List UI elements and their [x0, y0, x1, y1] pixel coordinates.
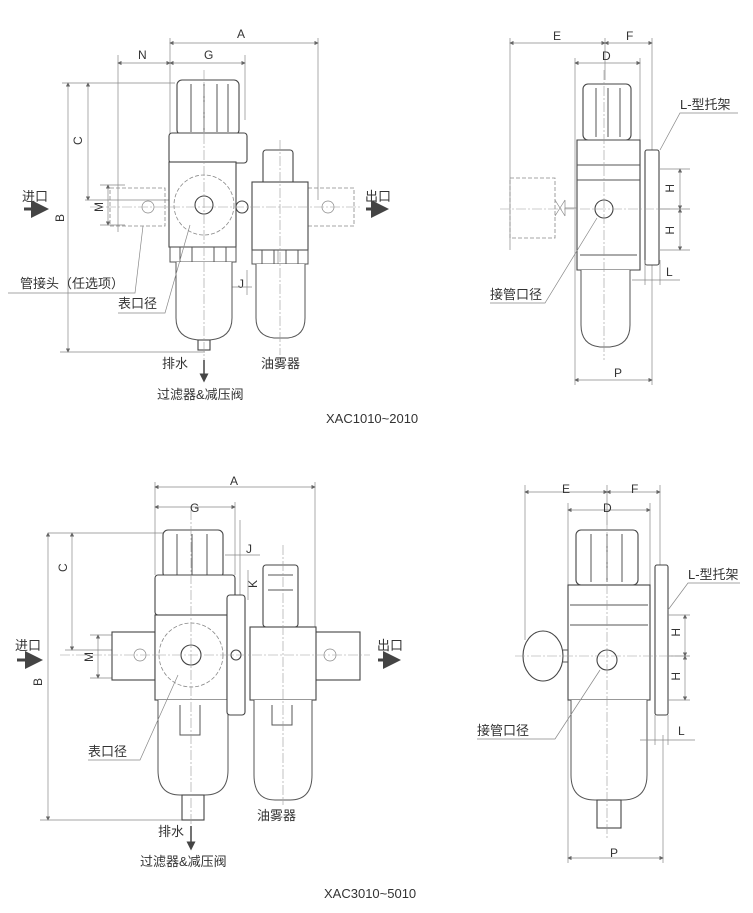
dim-j: J	[238, 277, 244, 291]
outlet-label: 出口	[377, 638, 403, 653]
dim-b: B	[53, 214, 67, 222]
pipe-port-label: 接管口径	[477, 723, 529, 738]
dim-h-lower: H	[669, 672, 683, 681]
dim-h-upper: H	[663, 184, 677, 193]
side-view-large: E F D P H H L L-型托架 接管口径	[477, 482, 740, 863]
dim-f: F	[626, 29, 633, 43]
inlet-label: 进口	[22, 189, 48, 204]
dim-h-lower: H	[663, 226, 677, 235]
drain-label: 排水	[162, 356, 188, 371]
filter-regulator-label: 过滤器&减压阀	[140, 854, 227, 869]
dim-l: L	[666, 265, 673, 279]
dim-g: G	[204, 48, 213, 62]
pressure-gauge-outline	[509, 177, 556, 239]
dim-c: C	[71, 136, 85, 145]
dim-g: G	[190, 501, 199, 515]
front-view-large: A G J K C B M	[15, 474, 416, 901]
dim-m: M	[82, 652, 96, 662]
dim-p: P	[610, 846, 618, 860]
dim-e: E	[562, 482, 570, 496]
dim-n: N	[138, 48, 147, 62]
outlet-label: 出口	[365, 189, 391, 204]
outlet-fitting-optional	[301, 187, 355, 227]
filter-regulator-label: 过滤器&减压阀	[157, 387, 244, 402]
gauge-port-label: 表口径	[88, 744, 127, 759]
dim-d: D	[603, 501, 612, 515]
lubricator-label: 油雾器	[261, 356, 300, 371]
dim-l: L	[678, 724, 685, 738]
lubricator-label: 油雾器	[257, 808, 296, 823]
side-view-small: E F D P H H L L-型托架 接管口径	[490, 29, 738, 385]
inlet-label: 进口	[15, 638, 41, 653]
front-view-small: A N G C B M J K	[8, 27, 418, 426]
filter-regulator-unit	[154, 529, 246, 821]
dim-c: C	[56, 563, 70, 572]
filter-regulator-unit	[168, 79, 249, 351]
dim-b: B	[31, 678, 45, 686]
bracket-label: L-型托架	[688, 567, 739, 582]
gauge-port-label: 表口径	[118, 296, 157, 311]
dim-f: F	[631, 482, 638, 496]
dim-e: E	[553, 29, 561, 43]
dim-j: J	[246, 542, 252, 556]
model-caption: XAC1010~2010	[326, 411, 418, 426]
drain-label: 排水	[158, 824, 184, 839]
inlet-fitting-optional	[109, 187, 166, 227]
fitting-label: 管接头（任选项）	[20, 276, 124, 291]
dim-d: D	[602, 49, 611, 63]
l-bracket	[644, 149, 660, 266]
regulator-knob	[176, 79, 240, 136]
dim-a: A	[237, 27, 245, 41]
model-caption: XAC3010~5010	[324, 886, 416, 901]
dim-a: A	[230, 474, 238, 488]
l-bracket	[654, 564, 669, 716]
dim-h-upper: H	[669, 628, 683, 637]
bracket-label: L-型托架	[680, 97, 731, 112]
dim-k: K	[246, 580, 260, 588]
pipe-port-label: 接管口径	[490, 287, 542, 302]
dim-p: P	[614, 366, 622, 380]
